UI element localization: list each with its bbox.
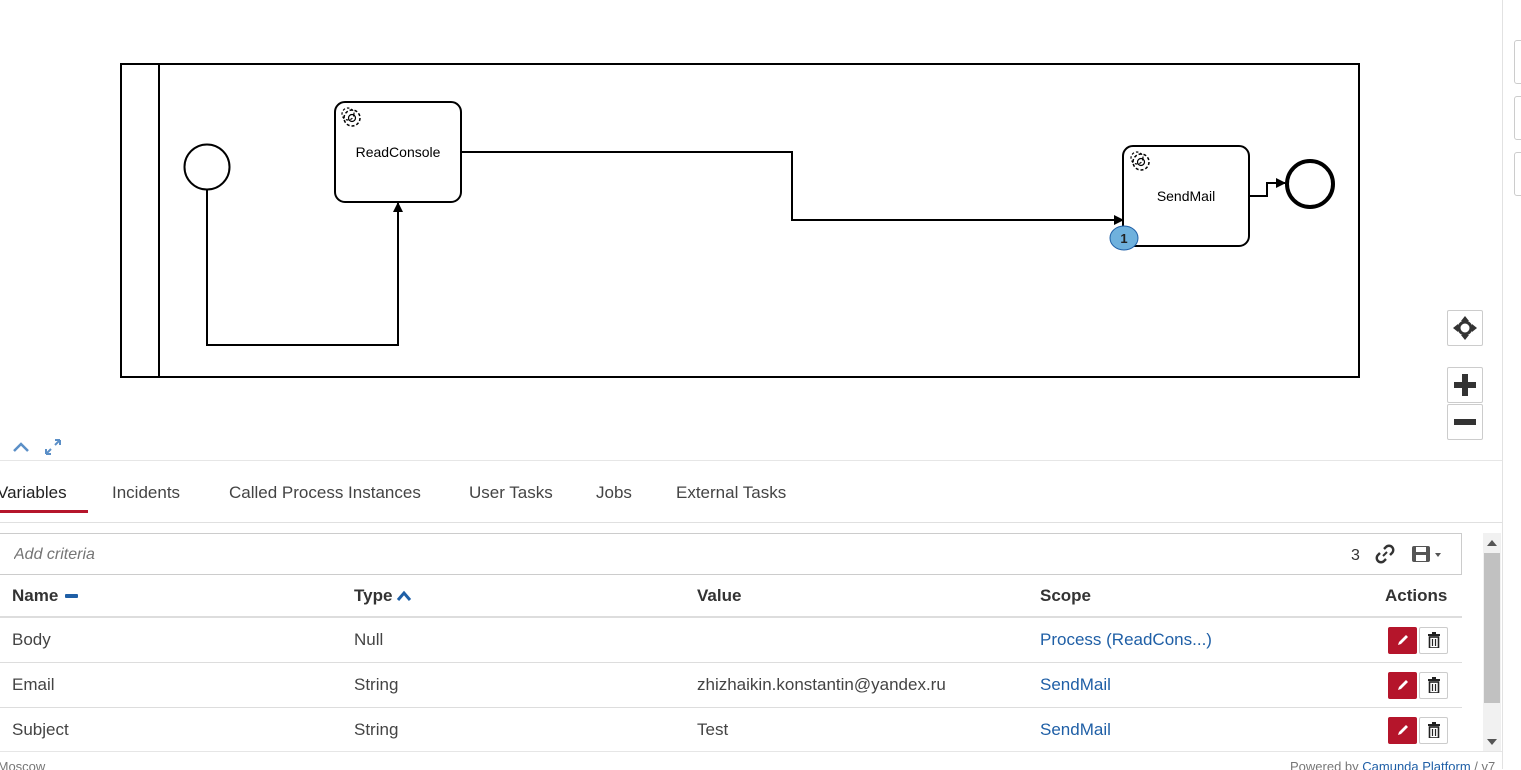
table-row: Body Null Process (ReadCons...) (0, 618, 1462, 663)
trash-icon (1427, 632, 1440, 648)
table-row: Email String zhizhaikin.konstantin@yande… (0, 663, 1462, 708)
result-count: 3 (1351, 547, 1360, 564)
pencil-icon (1397, 635, 1408, 645)
variable-value: zhizhaikin.konstantin@yandex.ru (697, 675, 946, 694)
variable-name: Subject (12, 720, 69, 739)
right-panel-button[interactable] (1514, 40, 1521, 84)
task-sendmail: SendMail (1122, 145, 1250, 247)
vertical-scrollbar[interactable] (1483, 533, 1501, 751)
sequence-flow-start-readconsole (206, 190, 403, 346)
table-row: Subject String Test SendMail (0, 708, 1462, 753)
trash-icon (1427, 677, 1440, 693)
fullscreen-button[interactable] (42, 436, 64, 458)
variable-type: Null (354, 630, 384, 649)
footer-powered-by: Powered by Camunda Platform / v7 (1290, 759, 1495, 770)
right-panel-button[interactable] (1514, 152, 1521, 196)
header-type[interactable]: Type (354, 576, 412, 616)
variable-scope-link[interactable]: SendMail (1040, 720, 1111, 739)
plus-icon (1454, 374, 1476, 396)
row-actions (1385, 663, 1448, 707)
delete-variable-button[interactable] (1419, 671, 1448, 699)
criteria-search: 3 (0, 533, 1462, 575)
camunda-link[interactable]: Camunda Platform (1362, 759, 1471, 770)
variable-type: String (354, 675, 399, 694)
scroll-thumb[interactable] (1484, 553, 1500, 703)
variable-name: Email (12, 675, 55, 694)
delete-variable-button[interactable] (1419, 626, 1448, 654)
header-value: Value (697, 586, 742, 605)
bpmn-canvas: ReadConsole SendMail 1 (120, 63, 1360, 378)
tab-jobs[interactable]: Jobs (596, 483, 632, 502)
right-panel-button[interactable] (1514, 96, 1521, 140)
search-input[interactable] (12, 545, 916, 565)
row-actions (1385, 708, 1448, 752)
process-diagram[interactable]: ReadConsole SendMail 1 (0, 0, 1502, 460)
footer: /Moscow Powered by Camunda Platform / v7 (0, 751, 1502, 770)
pencil-icon (1397, 680, 1408, 690)
header-actions: Actions (1385, 586, 1448, 605)
crosshair-icon (1453, 316, 1477, 340)
collapse-diagram-button[interactable] (10, 436, 32, 458)
task-label: ReadConsole (356, 144, 441, 160)
delete-variable-button[interactable] (1419, 716, 1448, 744)
save-dropdown-icon[interactable] (1411, 544, 1447, 564)
tab-external-tasks[interactable]: External Tasks (676, 483, 787, 502)
end-event (1285, 159, 1335, 209)
sort-none-icon (65, 594, 79, 598)
active-tab-indicator (0, 510, 88, 513)
scroll-up-arrow[interactable] (1487, 540, 1497, 546)
edit-variable-button[interactable] (1388, 716, 1417, 744)
zoom-in-button[interactable] (1447, 367, 1483, 403)
zoom-out-button[interactable] (1447, 404, 1483, 440)
trash-icon (1427, 722, 1440, 738)
service-task-gear-icon (341, 107, 361, 127)
sequence-flow-readconsole-sendmail (461, 151, 1124, 225)
variable-scope-link[interactable]: Process (ReadCons...) (1040, 630, 1212, 649)
table-header-row: Name Type Value Scope Actions (0, 576, 1462, 618)
variable-type: String (354, 720, 399, 739)
tab-user-tasks[interactable]: User Tasks (469, 483, 553, 502)
scroll-down-arrow[interactable] (1487, 739, 1497, 745)
link-icon[interactable] (1375, 544, 1395, 564)
task-label: SendMail (1157, 188, 1215, 204)
minus-icon (1454, 419, 1476, 425)
start-event (183, 143, 231, 191)
detail-tabs: Variables Incidents Called Process Insta… (0, 460, 1502, 523)
task-readconsole: ReadConsole (334, 101, 462, 203)
expand-icon (45, 439, 61, 455)
edit-variable-button[interactable] (1388, 671, 1417, 699)
tab-called-process-instances[interactable]: Called Process Instances (229, 483, 421, 502)
chevron-up-icon (13, 442, 29, 452)
reset-zoom-button[interactable] (1447, 310, 1483, 346)
edit-variable-button[interactable] (1388, 626, 1417, 654)
footer-timezone: /Moscow (0, 759, 46, 770)
instance-count-badge: 1 (1109, 225, 1139, 251)
variables-table: Name Type Value Scope Actions Body Null … (0, 576, 1462, 753)
sequence-flow-sendmail-end (1249, 178, 1286, 197)
tab-variables[interactable]: Variables (0, 483, 67, 502)
tab-incidents[interactable]: Incidents (112, 483, 181, 502)
variable-name: Body (12, 630, 51, 649)
header-name[interactable]: Name (12, 576, 79, 616)
variable-value: Test (697, 720, 729, 739)
pencil-icon (1397, 725, 1408, 735)
row-actions (1385, 618, 1448, 662)
sort-ascending-icon (397, 590, 412, 601)
header-scope: Scope (1040, 586, 1092, 605)
variable-scope-link[interactable]: SendMail (1040, 675, 1111, 694)
svg-text:1: 1 (1120, 231, 1127, 246)
service-task-gear-icon (1130, 151, 1150, 171)
